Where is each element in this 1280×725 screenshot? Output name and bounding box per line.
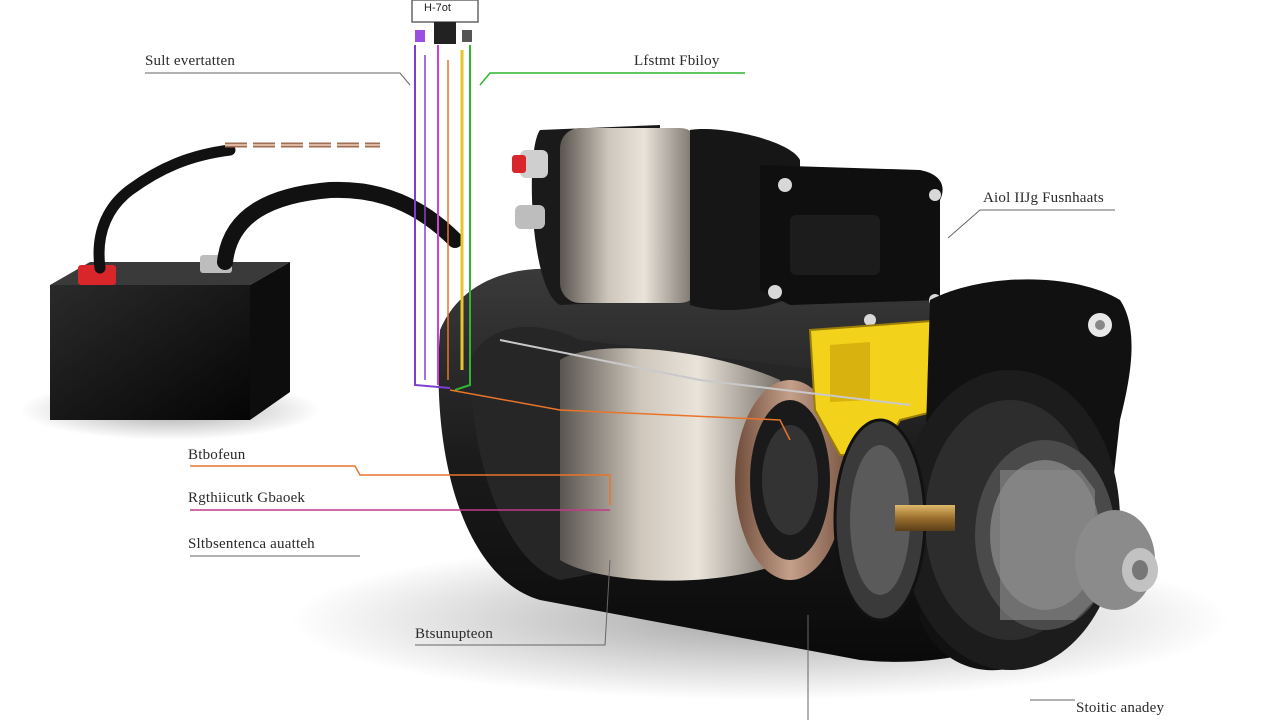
wire-bundle bbox=[414, 45, 471, 391]
wire-purple bbox=[414, 45, 451, 389]
battery bbox=[50, 255, 290, 420]
top-terminal-box bbox=[411, 0, 479, 44]
leader-lines bbox=[145, 72, 1115, 720]
label-left-2: Rgthiicutk Gbaoek bbox=[188, 490, 306, 506]
solenoid bbox=[512, 125, 943, 326]
label-bottom-center: Btsunupteon bbox=[415, 626, 494, 642]
pinion-gear bbox=[975, 440, 1158, 630]
wire-green bbox=[454, 45, 471, 391]
drive-shaft bbox=[895, 505, 955, 531]
label-left-3: Sltbsentenca auatteh bbox=[188, 536, 315, 552]
label-bottom-right: Stoitic anadey bbox=[1076, 700, 1165, 716]
battery-positive-terminal bbox=[78, 265, 116, 285]
top-terminal-label: H-7ot bbox=[424, 2, 451, 14]
label-top-right: Lfstmt Fbiloy bbox=[634, 53, 720, 69]
label-top-left: Sult evertatten bbox=[145, 53, 236, 69]
label-right-middle: Aiol IĲg Fusnhaats bbox=[983, 190, 1104, 206]
battery-cable-main bbox=[217, 181, 463, 270]
armature-coil bbox=[560, 348, 845, 581]
label-left-1: Btbofeun bbox=[188, 447, 246, 463]
battery-cable-positive bbox=[93, 144, 236, 274]
